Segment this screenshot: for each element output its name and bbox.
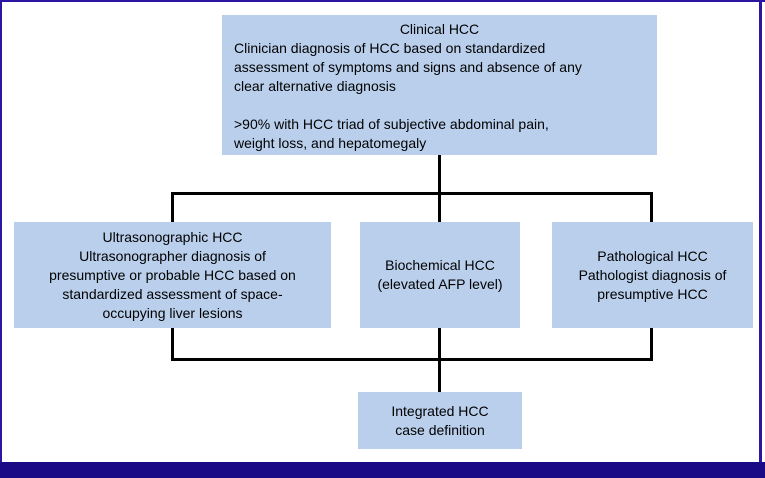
biochemical-hcc-line: (elevated AFP level) xyxy=(377,276,503,292)
frame-border-right xyxy=(759,0,762,462)
clinical-hcc-line: >90% with HCC triad of subjective abdomi… xyxy=(234,116,549,132)
connector-top-right-vertical xyxy=(650,192,653,222)
clinical-hcc-line: assessment of symptoms and signs and abs… xyxy=(234,59,582,75)
ultrasonographic-hcc-box: Ultrasonographic HCC Ultrasonographer di… xyxy=(14,222,331,328)
integrated-hcc-line: Integrated HCC xyxy=(391,402,489,419)
frame-border-top xyxy=(0,0,765,2)
pathological-hcc-line: Pathologist diagnosis of xyxy=(578,266,727,283)
clinical-hcc-title: Clinical HCC xyxy=(399,21,480,37)
clinical-hcc-line: clear alternative diagnosis xyxy=(234,78,396,94)
connector-bottom-left-vertical xyxy=(171,328,174,361)
ultrasonographic-hcc-line: standardized assessment of space- xyxy=(62,285,283,302)
clinical-hcc-line: weight loss, and hepatomegaly xyxy=(234,135,427,151)
integrated-hcc-box: Integrated HCC case definition xyxy=(358,392,522,449)
connector-bottom-horizontal xyxy=(171,358,653,361)
frame-border-left xyxy=(0,0,2,462)
pathological-hcc-box: Pathological HCC Pathologist diagnosis o… xyxy=(552,222,753,328)
pathological-hcc-title: Pathological HCC xyxy=(597,247,708,264)
connector-top-left-vertical xyxy=(171,192,174,222)
bottom-bar xyxy=(0,462,765,478)
biochemical-hcc-box: Biochemical HCC (elevated AFP level) xyxy=(360,222,520,328)
pathological-hcc-line: presumptive HCC xyxy=(597,285,708,302)
clinical-hcc-paragraph-gap xyxy=(234,96,645,115)
clinical-hcc-box: Clinical HCC Clinician diagnosis of HCC … xyxy=(222,15,657,155)
integrated-hcc-line: case definition xyxy=(395,421,485,438)
ultrasonographic-hcc-line: Ultrasonographer diagnosis of xyxy=(79,247,266,264)
ultrasonographic-hcc-title: Ultrasonographic HCC xyxy=(102,228,243,245)
connector-top-horizontal xyxy=(171,192,653,195)
ultrasonographic-hcc-line: presumptive or probable HCC based on xyxy=(49,266,296,283)
biochemical-hcc-title: Biochemical HCC xyxy=(385,257,495,273)
connector-bottom-right-vertical xyxy=(650,328,653,361)
connector-top-center-vertical xyxy=(438,155,441,222)
clinical-hcc-line: Clinician diagnosis of HCC based on stan… xyxy=(234,40,546,56)
ultrasonographic-hcc-line: occupying liver lesions xyxy=(102,304,243,321)
